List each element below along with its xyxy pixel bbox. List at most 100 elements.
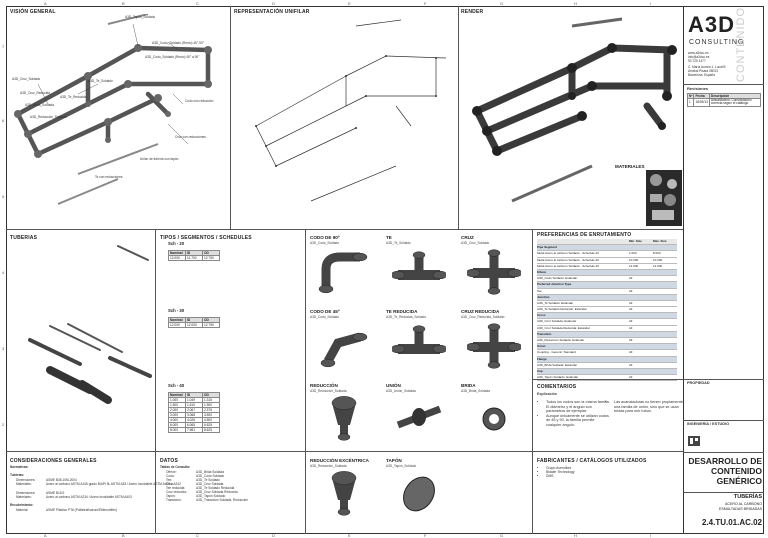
datos-key-3: Cruz: — [166, 482, 174, 486]
pref-row-4-text: Elbow — [537, 269, 546, 274]
fitting-family-2: A3D_Cruz_Soldado — [461, 241, 490, 245]
schedule-title-2: Sch - 40 — [168, 383, 185, 388]
tb-divider-1 — [683, 84, 764, 85]
divider-h3 — [532, 379, 683, 380]
grid-number-3: 4 — [2, 270, 5, 275]
fitting-name-1: TE — [386, 235, 392, 240]
manufacturer-2: DMS — [546, 474, 575, 478]
grid-letter-top-7: H — [574, 1, 577, 6]
fitting-family-8: A3D_Brida_Soldada — [461, 389, 490, 393]
datos-value-2: A3D_Te Soldado — [196, 478, 220, 482]
vertical-contenido-text: CONTENIDO — [735, 7, 747, 82]
section-title-unifilar: REPRESENTACIÓN UNIFILAR — [234, 9, 310, 15]
tb-divider-5 — [683, 492, 764, 493]
pref-row-19-text: A3D_Brida Soldada: Estándar — [537, 362, 578, 367]
pref-row-15-min: All — [629, 338, 633, 342]
grid-letter-bottom-4: E — [348, 533, 351, 538]
datos-key-7: Transición: — [166, 498, 182, 502]
fitting-illustration-2 — [467, 249, 521, 295]
fitting-family-5: A3D_Cruz_Reducida_Soldado — [461, 315, 505, 319]
datos-value-6: A3D_Tapón Soldado — [196, 494, 226, 498]
pref-row-6: Preferred Junction Type — [537, 282, 677, 289]
tb-divider-4 — [683, 452, 764, 453]
grid-letter-bottom-6: G — [500, 533, 504, 538]
fitting-family-6: A3D_Reducción_Soldada — [310, 389, 347, 393]
pref-row-10-max — [653, 307, 677, 312]
datos-value-0: A3D_Brida Soldada — [196, 470, 224, 474]
pref-row-9-text: A3D_Te Soldado: Estándar — [537, 300, 574, 305]
fitting-family-4: A3D_Te_Reducida_Soldado — [386, 315, 427, 319]
consid-value-2: ASME B16.9 — [46, 491, 65, 495]
section-title-fabricantes: FABRICANTES / CATÁLOGOS UTILIZADOS — [537, 458, 647, 464]
divider-h1 — [6, 229, 683, 230]
materials-photo — [646, 170, 682, 226]
fitting-name-3: CODO DE 45º — [310, 309, 340, 314]
pref-row-0-text: Pipe Segment — [537, 245, 557, 250]
schedule-1-cell-0-2: 12.750 — [202, 322, 220, 328]
pref-row-11-text: Cross — [537, 313, 546, 318]
address-0: C. María Aurora 1, Local B — [688, 65, 726, 69]
pref-row-7-text: Tee — [537, 288, 542, 293]
datos-key-2: Tee: — [166, 478, 173, 482]
render-3d-view — [472, 17, 677, 203]
pref-row-7-max — [653, 289, 677, 294]
fitting-illustration-9 — [331, 471, 357, 516]
tuberias-title: Tuberías: — [10, 473, 25, 477]
fitting-name-4: TE REDUCIDA — [386, 309, 418, 314]
section-title-tuberias: TUBERIAS — [10, 235, 38, 241]
pref-row-2-text: Metal Acero al carbono Soldado - Schedul… — [537, 257, 599, 262]
ingenieria-label: INGENIERÍA / ESTUDIO — [687, 422, 730, 426]
rev-col-2: Descripción — [708, 93, 762, 99]
grid-letter-bottom-0: A — [44, 533, 47, 538]
pref-row-11: Cross — [537, 313, 677, 320]
overview-label-0: A3D_Tapón_Soldado — [125, 15, 156, 19]
grid-letter-top-4: E — [348, 1, 351, 6]
divider-v5 — [532, 229, 533, 534]
datos-key-5: Cruz reducida: — [166, 490, 187, 494]
normativas-title: Normativas: — [10, 465, 29, 469]
schedule-title-0: Sch - 20 — [168, 241, 185, 246]
pref-col-2: Max. Size — [653, 239, 667, 243]
grid-number-5: 2 — [2, 422, 5, 427]
recubrimiento-title: Recubrimiento: — [10, 503, 34, 507]
address-1: Arrabal Pisara 08013 — [688, 69, 718, 73]
consid-value-0: ASME B36.10M-2004 — [46, 478, 77, 482]
fitting-family-7: A3D_Unión_Soldada — [386, 389, 416, 393]
fitting-family-9: A3D_Reducción_Soldada — [310, 464, 347, 468]
overview-label-4: A3D_Te_Soldado — [88, 79, 113, 83]
rev-row-0-desc: Actualización. Consolidación correcta se… — [708, 98, 762, 107]
drawing-code: 2.4.TU.01.AC.02 — [701, 518, 762, 527]
overview-label-9: Codo con reducción — [185, 99, 214, 103]
rev-col-0: Nº — [686, 93, 695, 99]
divider-v1 — [230, 6, 231, 229]
fitting-family-3: A3D_Codo_Soldado — [310, 315, 340, 319]
datos-key-1: Codo: — [166, 474, 175, 478]
grid-letter-top-2: C — [196, 1, 199, 6]
drawing-desc-2: ESMALTADAS BRIDADAS — [718, 507, 762, 511]
datos-value-3: A3D_Cruz Soldada — [196, 482, 224, 486]
manufacturer-1: Bidaler Technology — [546, 470, 575, 474]
overview-label-7: A3D_Te_Reducida — [60, 95, 87, 99]
datos-value-4: A3D_Te Soldado Reducida — [196, 486, 235, 490]
pref-row-10-text: A3D_Te Soldado Reducido: Estándar — [537, 307, 587, 312]
pref-row-16-text: Union — [537, 344, 546, 349]
overview-label-12: Te con reducciones — [95, 175, 123, 179]
address-2: Barcelona, España — [688, 73, 715, 77]
tb-divider-2 — [683, 379, 764, 380]
pref-row-8: Junction — [537, 294, 677, 301]
overview-label-10: Cruz con reducciones — [175, 135, 206, 139]
fitting-name-2: CRUZ — [461, 235, 474, 240]
propiedad-label: PROPIEDAD — [687, 381, 710, 385]
pref-row-2: Metal Acero al carbono Soldado - Schedul… — [537, 258, 677, 264]
grid-letter-bottom-1: B — [122, 533, 125, 538]
pref-row-15-text: A3D_Reducción Soldada: Estándar — [537, 338, 585, 342]
fitting-name-5: CRUZ REDUCIDA — [461, 309, 500, 314]
datos-value-5: A3D_Cruz Soldada Reducida — [196, 490, 238, 494]
divider-v4 — [305, 229, 306, 451]
pref-row-5-text: A3D_Codo Soldado: Estándar — [537, 276, 578, 281]
pref-row-2-min: 10.000 — [629, 257, 639, 262]
pref-row-9-max — [653, 301, 677, 306]
